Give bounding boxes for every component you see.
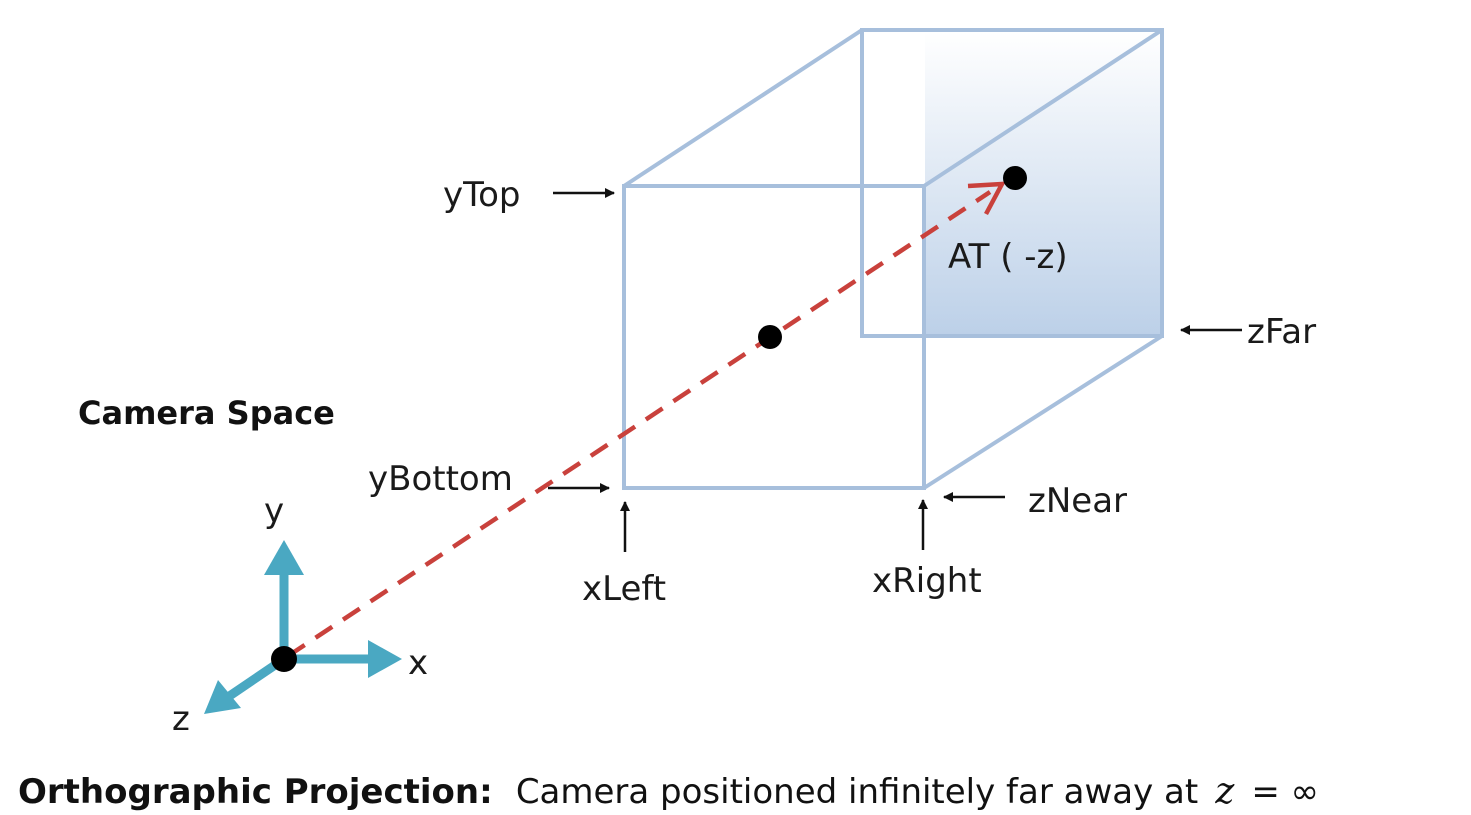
frustum-depth-edges [622, 28, 1164, 490]
camera-axes [204, 540, 402, 714]
x-right-label: xRight [872, 561, 982, 601]
y-axis-label: y [264, 491, 284, 531]
x-axis-label: x [408, 643, 428, 683]
caption-text: Camera positioned infinitely far away at [516, 772, 1198, 812]
caption: Orthographic Projection: Camera position… [18, 771, 1319, 812]
camera-origin [271, 646, 297, 672]
y-top-label: yTop [443, 175, 521, 215]
caption-bold: Orthographic Projection: [18, 772, 493, 812]
at-label: AT ( -z) [948, 237, 1068, 277]
view-ray-arrowhead [967, 181, 1006, 216]
y-bottom-label: yBottom [368, 459, 513, 499]
view-ray [286, 190, 992, 658]
y-axis-arrowhead [264, 540, 304, 575]
z-far-label: zFar [1247, 312, 1316, 352]
z-axis-label: z [172, 699, 190, 739]
near-plane-face [622, 184, 926, 490]
far-plane-face [925, 32, 1163, 336]
camera-space-title: Camera Space [78, 394, 335, 432]
z-axis-arrowhead [204, 680, 241, 714]
far-plane-frame [860, 28, 1164, 338]
x-left-label: xLeft [582, 569, 666, 609]
x-axis-arrowhead [368, 640, 402, 678]
at-point [1003, 166, 1027, 190]
z-near-label: zNear [1028, 481, 1127, 521]
caption-math-var: z [1214, 771, 1235, 812]
center-point [758, 325, 782, 349]
caption-math-rest: = ∞ [1251, 772, 1319, 812]
